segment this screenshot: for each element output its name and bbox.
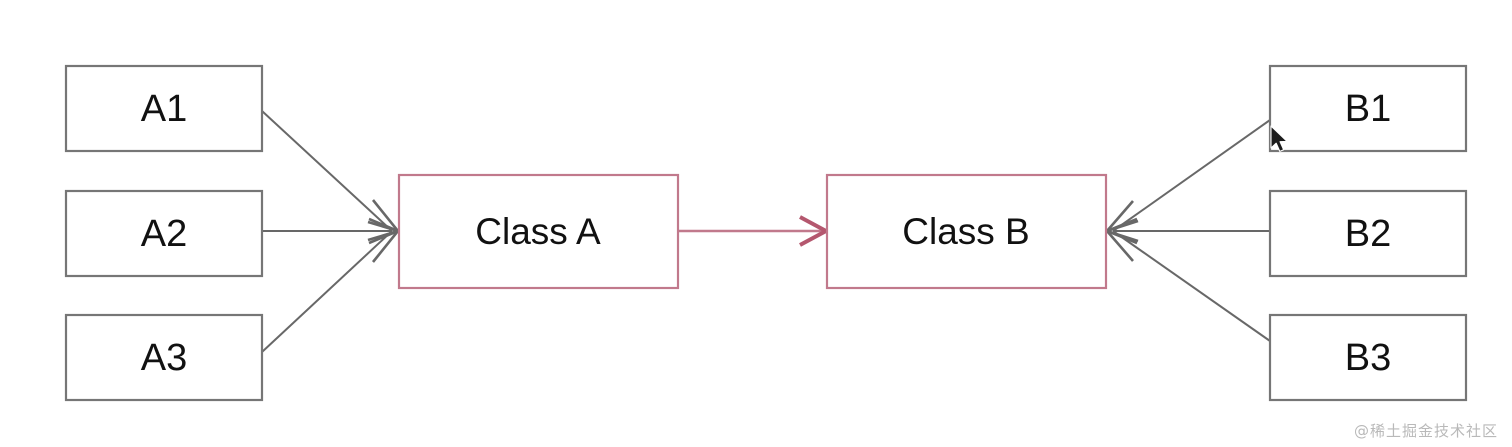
edge-a1-to-classa[interactable] [261,110,393,232]
node-a2-box[interactable] [64,189,264,278]
node-class-a-box[interactable] [397,173,680,290]
node-a3[interactable]: A3 [64,313,264,402]
node-a1-box[interactable] [64,64,264,153]
node-b3-box[interactable] [1268,313,1468,402]
edge-b3-to-classb[interactable] [1112,230,1271,342]
node-class-b-label: Class B [902,211,1029,252]
node-b3[interactable]: B3 [1268,313,1468,402]
node-a1[interactable]: A1 [64,64,264,153]
node-b1-box[interactable] [1268,64,1468,153]
node-a3-box[interactable] [64,313,264,402]
node-class-a[interactable]: Class A [397,173,680,290]
node-a2-label: A2 [141,213,187,255]
edge-a3-to-classa[interactable] [261,230,393,353]
edge-b1-to-classb[interactable] [1112,119,1271,232]
watermark: @稀土掘金技术社区 [1353,422,1498,440]
node-b3-label: B3 [1345,337,1391,379]
node-a3-label: A3 [141,337,187,379]
node-b1[interactable]: B1 [1268,64,1468,153]
node-b1-label: B1 [1345,88,1391,130]
node-class-b-box[interactable] [825,173,1108,290]
node-a1-label: A1 [141,88,187,130]
node-class-b[interactable]: Class B [825,173,1108,290]
node-b2[interactable]: B2 [1268,189,1468,278]
node-class-a-label: Class A [475,211,601,252]
edge-group-a-to-classa [261,110,402,353]
edge-group-classa-to-classb [678,215,831,247]
arrowhead-a1-icon [367,199,402,234]
edge-group-b-to-classb [1102,119,1271,342]
node-b2-box[interactable] [1268,189,1468,278]
node-a2[interactable]: A2 [64,189,264,278]
node-b2-label: B2 [1345,213,1391,255]
arrowhead-a3-icon [367,228,402,263]
